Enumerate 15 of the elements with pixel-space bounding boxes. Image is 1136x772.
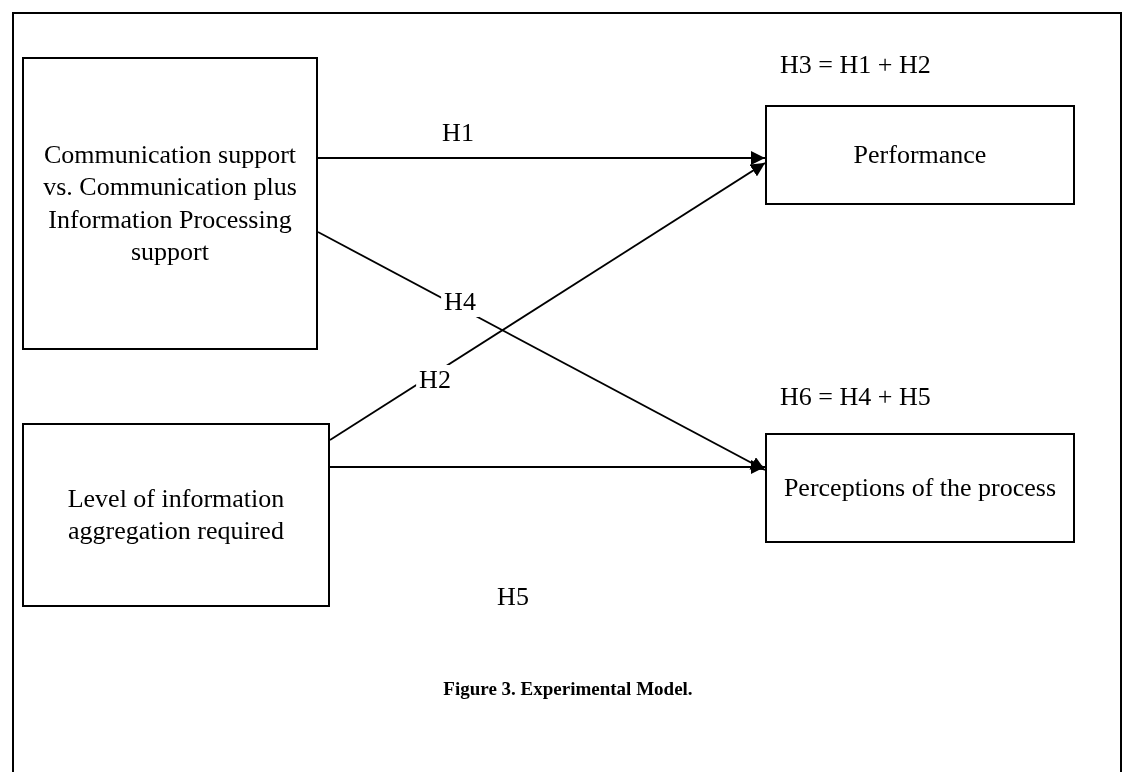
box-label: Communication support vs. Communication plus Information Processing support: [42, 139, 298, 268]
arrow: [317, 151, 766, 165]
box-label: Level of information aggregation required: [66, 482, 286, 547]
equation-note: H3 = H1 + H2: [780, 50, 931, 80]
figure-caption: Figure 3. Experimental Model.: [442, 678, 694, 700]
equation-note: H6 = H4 + H5: [780, 382, 931, 412]
variable-box: [765, 105, 1075, 205]
variable-box: [765, 433, 1075, 543]
arrow: [329, 460, 766, 474]
variable-box: [22, 57, 318, 350]
variable-box: [22, 423, 330, 607]
arrow: [317, 231, 766, 471]
arrow: [329, 162, 766, 441]
box-label: Perceptions of the process: [783, 471, 1057, 504]
box-label: Performance: [853, 138, 987, 171]
